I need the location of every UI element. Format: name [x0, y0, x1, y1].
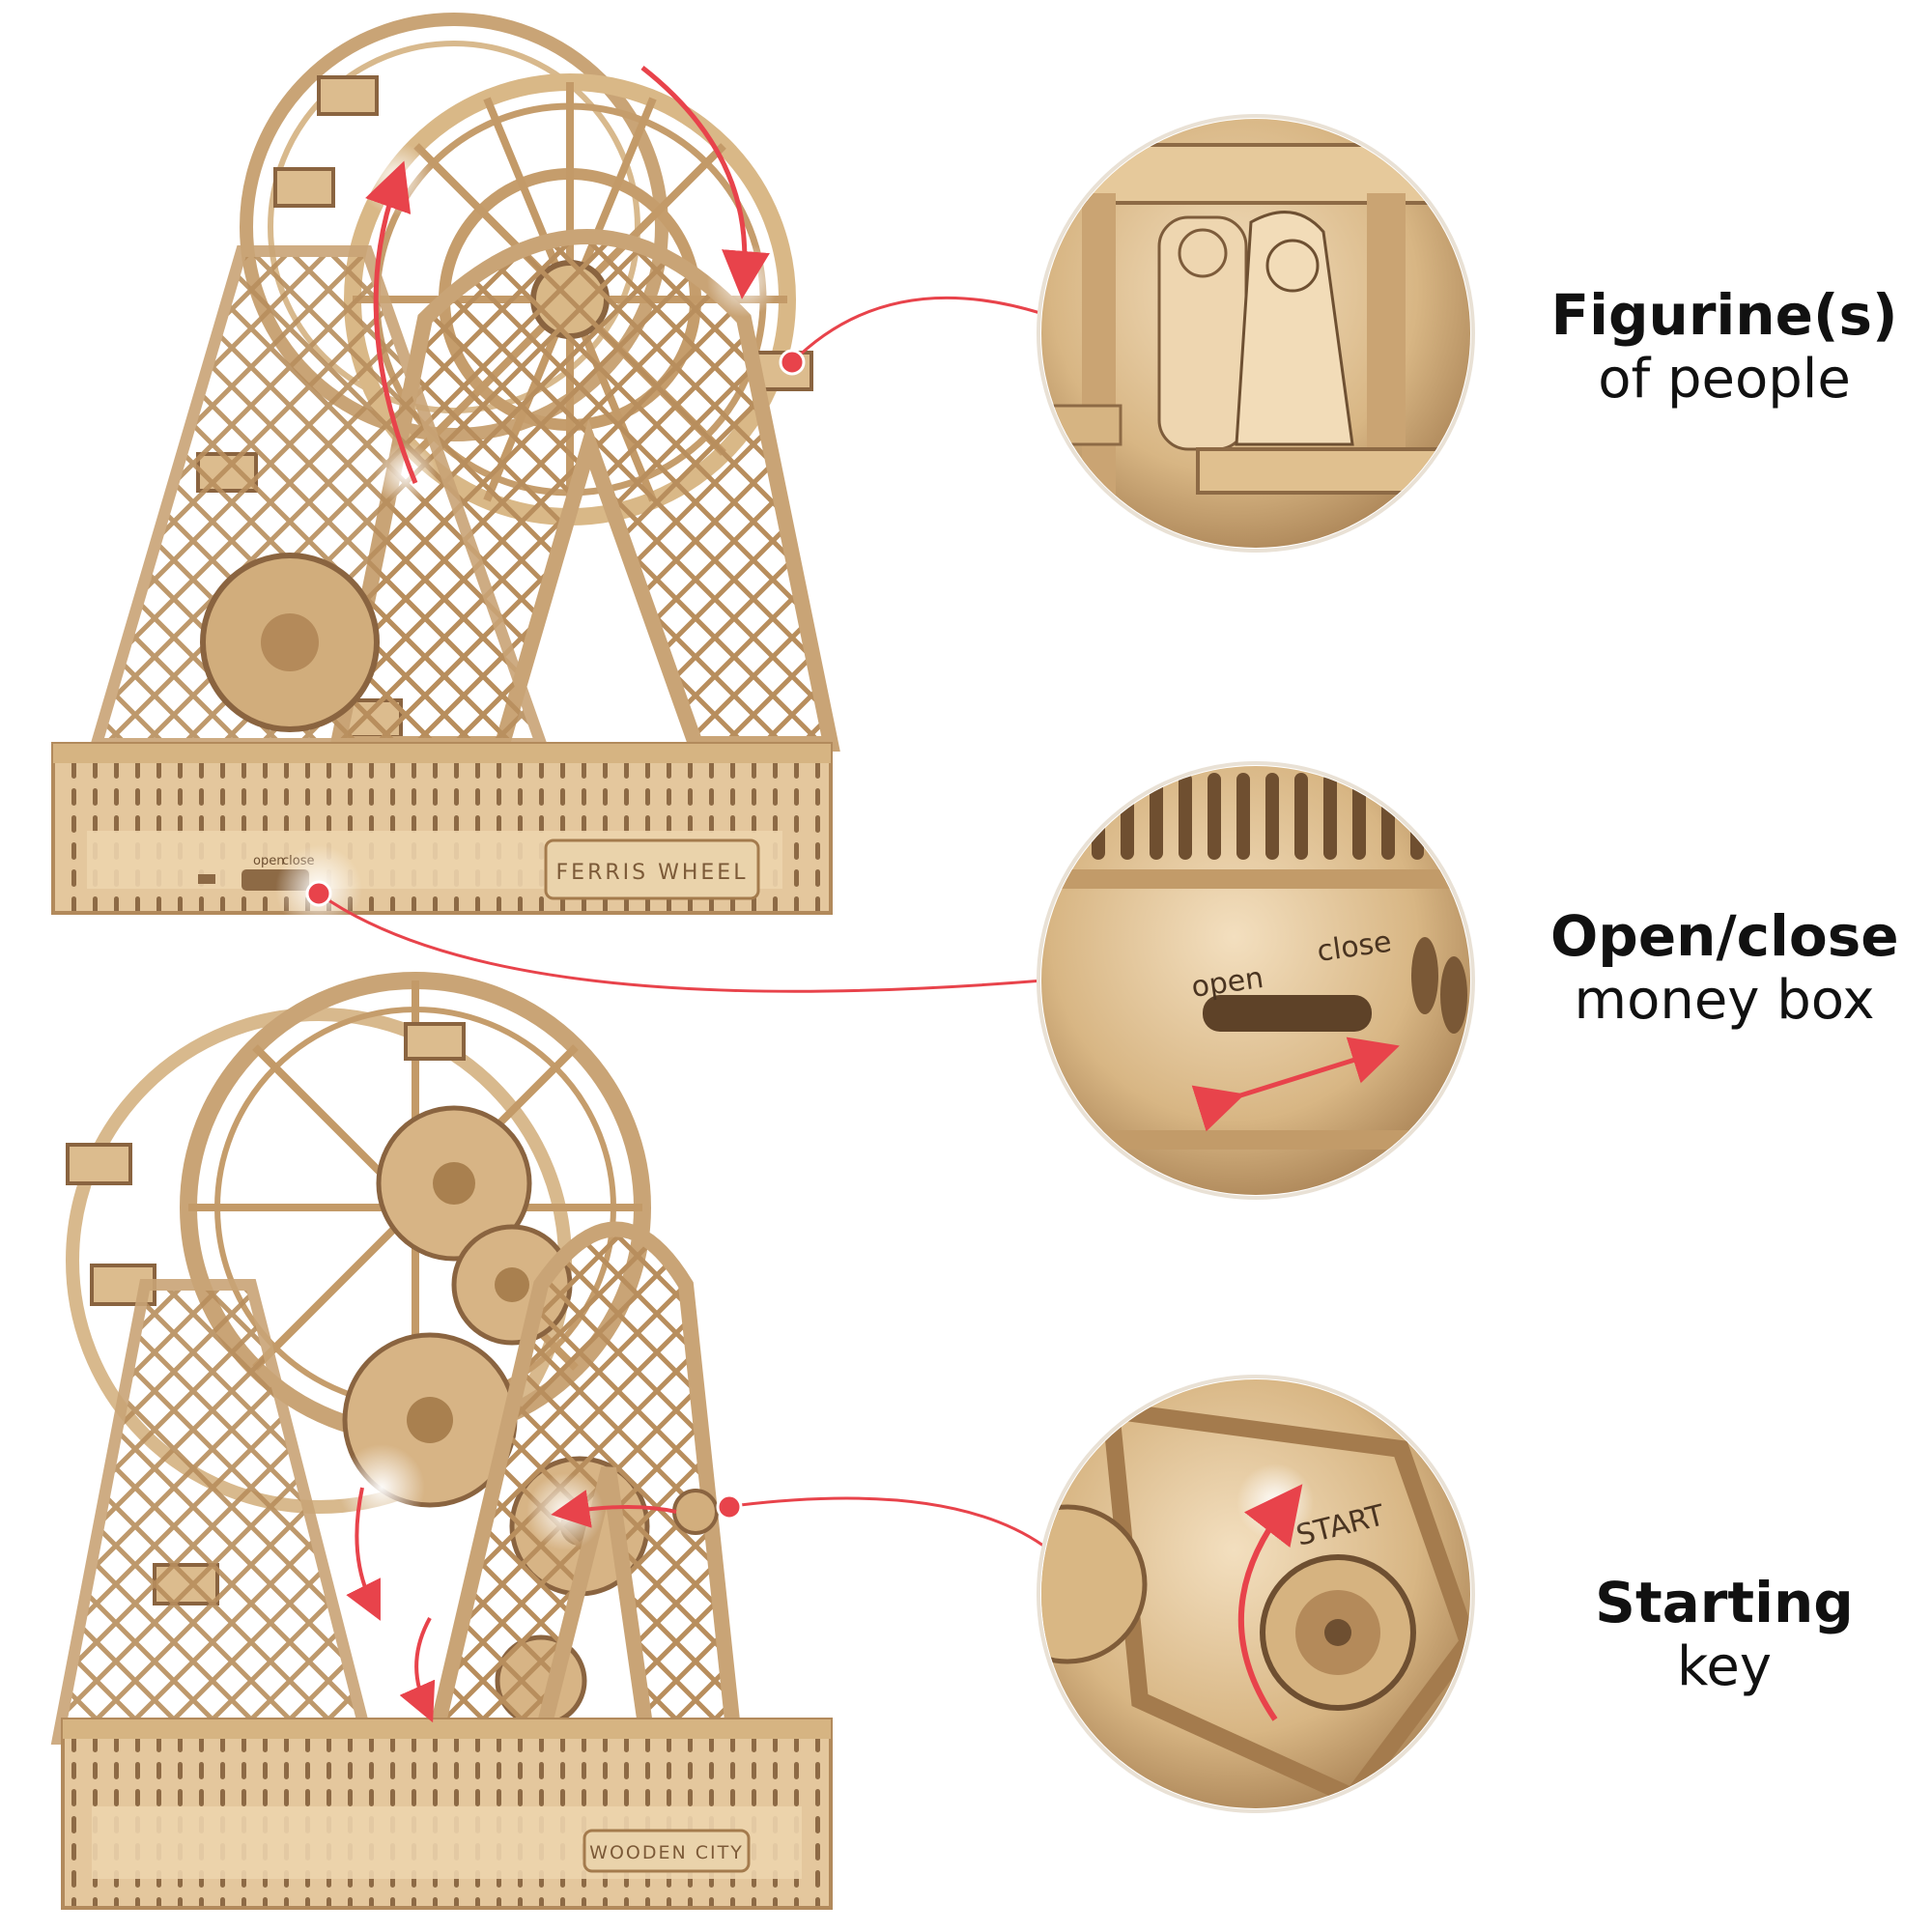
rotation-arrow-icon [346, 1487, 381, 1621]
rotation-arrow-icon [551, 1490, 677, 1528]
woman-figurine [1235, 211, 1354, 446]
callout-dot-icon [779, 349, 806, 376]
callout-line-figurines [790, 296, 1044, 364]
feature-subtitle: money box [1574, 969, 1875, 1033]
double-arrow-icon [1191, 1037, 1400, 1132]
closeup-figurines [1037, 114, 1475, 553]
rotation-arrow-icon [365, 160, 418, 484]
closeup-starting-key: START [1037, 1375, 1475, 1813]
callout-dot-icon [716, 1493, 743, 1520]
feature-title: Starting [1595, 1570, 1854, 1635]
callout-lines [318, 296, 1044, 1548]
feature-title: Open/close [1550, 903, 1899, 969]
top-ferris-wheel-model: FERRIS WHEEL open close [51, 13, 840, 932]
feature-label-starting-key: Starting key [1550, 1570, 1898, 1700]
callout-line-starting-key [724, 1496, 1044, 1548]
rotation-arrow-icon [640, 66, 770, 299]
feature-label-figurines: Figurine(s) of people [1550, 282, 1898, 412]
feature-title: Figurine(s) [1550, 282, 1898, 348]
man-figurine [1157, 215, 1248, 451]
feature-label-money-box: Open/close money box [1550, 903, 1899, 1034]
closeup-money-box: open close [1037, 761, 1475, 1200]
callout-dot-icon [305, 880, 332, 907]
plate-bottom-label: WOODEN CITY [589, 1842, 744, 1863]
rotation-arrow-icon [1238, 1484, 1303, 1721]
bottom-ferris-wheel-model: WOODEN CITY [50, 972, 833, 1910]
feature-subtitle: of people [1598, 348, 1851, 412]
plate-top-label: FERRIS WHEEL [556, 861, 749, 885]
rotation-arrow-icon [399, 1617, 436, 1723]
callout-line-money-box [318, 892, 1044, 993]
feature-subtitle: key [1676, 1635, 1773, 1699]
slider-open-label-small: open [253, 854, 284, 868]
